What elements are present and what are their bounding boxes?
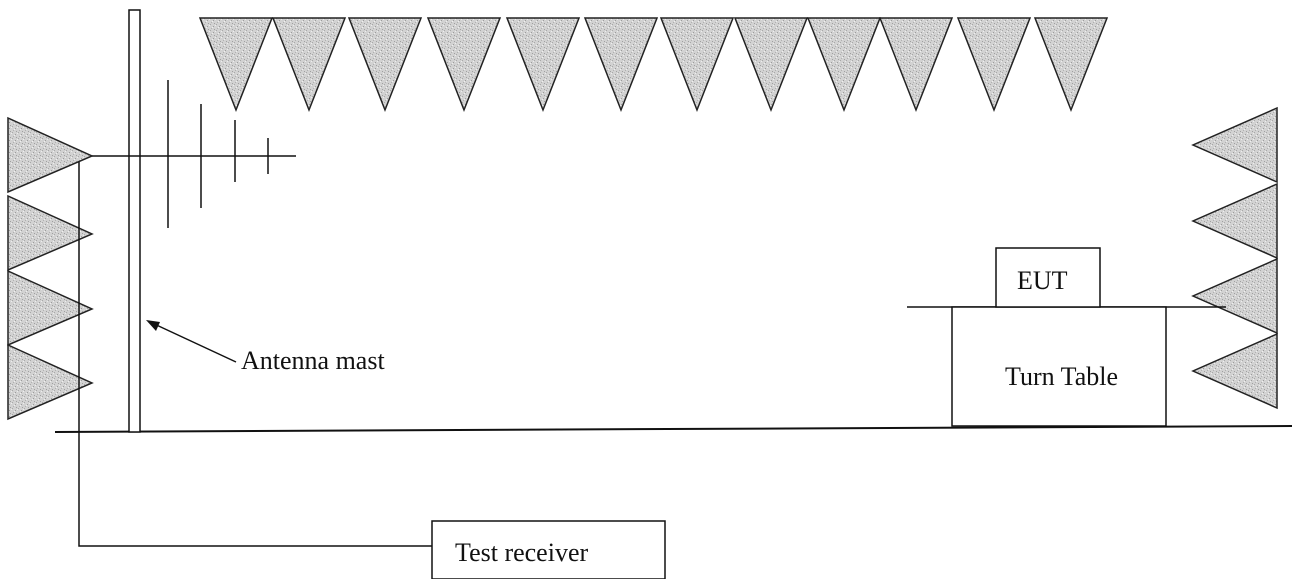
ceiling-absorber-cone [198, 17, 274, 113]
ceiling-absorber-cone [733, 17, 809, 113]
ceiling-absorber-cone [583, 17, 659, 113]
ceiling-absorber-cone [878, 17, 954, 113]
left-absorber-cone [7, 116, 94, 194]
receiver-cable [78, 162, 432, 547]
ceiling-absorbers [198, 17, 1109, 113]
ceiling-absorber-cone [347, 17, 423, 113]
eut-label: EUT [1017, 266, 1068, 295]
ceiling-absorber-cone [659, 17, 735, 113]
eut-box [995, 247, 1101, 308]
ceiling-absorber-cone [271, 17, 347, 113]
turn-table [951, 306, 1167, 427]
ceiling-absorber-cone [806, 17, 882, 113]
right-absorber-cone [1191, 182, 1278, 260]
ceiling-absorber-cone [956, 17, 1032, 113]
antenna-mast [128, 9, 141, 433]
test-receiver-box [431, 520, 666, 579]
left-absorber-cone [7, 194, 94, 272]
left-absorber-cone [7, 343, 94, 421]
left-absorber-cone [7, 269, 94, 347]
left-wall-absorbers [7, 116, 94, 421]
ceiling-absorber-cone [1033, 17, 1109, 113]
turn-table-label: Turn Table [1005, 362, 1118, 391]
ceiling-absorber-cone [426, 17, 502, 113]
right-absorber-cone [1191, 106, 1278, 184]
ceiling-absorber-cone [505, 17, 581, 113]
antenna-mast-label: Antenna mast [241, 346, 385, 375]
test-receiver-label: Test receiver [455, 538, 588, 567]
right-wall-absorbers [1191, 106, 1278, 410]
right-absorber-cone [1191, 332, 1278, 410]
antenna-mast-pointer [146, 320, 237, 363]
right-absorber-cone [1191, 257, 1278, 335]
antenna [92, 80, 296, 228]
ground-plane [54, 425, 1292, 433]
